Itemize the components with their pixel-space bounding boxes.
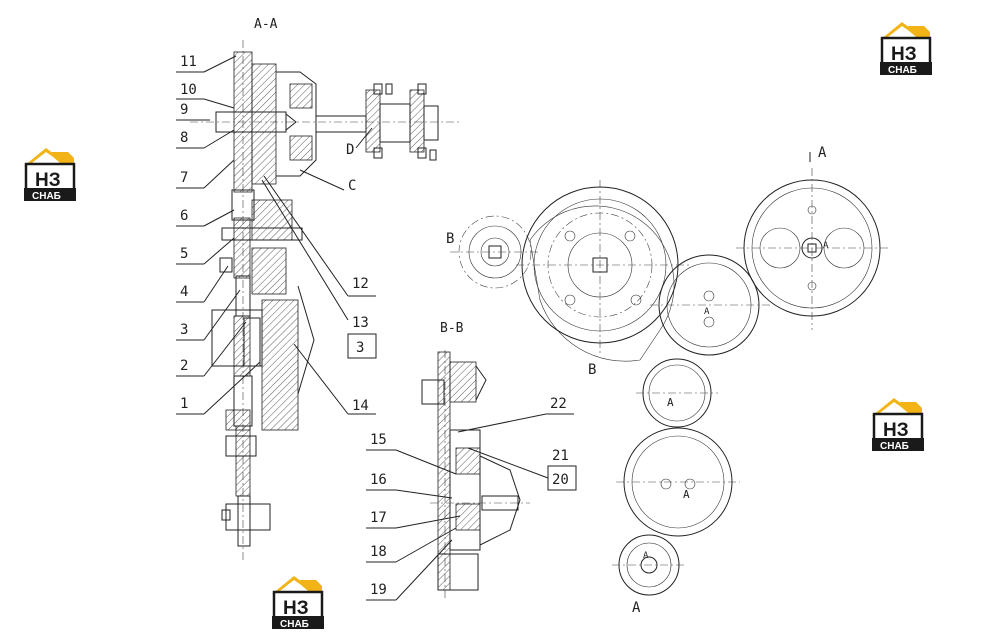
svg-text:17: 17 [370,510,387,526]
svg-text:НЗ: НЗ [35,170,61,191]
svg-text:НЗ: НЗ [283,598,309,619]
callout-4: 4 [176,265,229,303]
callout-8: 8 [176,129,235,149]
logo-watermark-top-right: НЗ СНАБ [878,20,934,77]
gear-train: A A A A A [450,168,888,596]
svg-text:13: 13 [352,315,369,331]
svg-text:СНАБ: СНАБ [280,619,309,630]
logo-watermark-bottom: НЗ СНАБ [270,574,326,631]
section-aa: A-A [190,17,460,560]
svg-text:15: 15 [370,432,387,448]
svg-text:НЗ: НЗ [891,44,917,65]
logo-watermark-left: НЗ СНАБ [22,146,78,203]
callout-1: 1 [176,361,261,415]
section-bb: B-B [421,321,530,600]
svg-text:18: 18 [370,544,387,560]
svg-text:1: 1 [180,396,188,412]
coupling-d [315,83,439,161]
callout-13: 13 3 [261,179,377,359]
gear5-mark: A [643,551,649,561]
svg-text:СНАБ: СНАБ [880,441,909,452]
callout-11: 11 [176,54,237,73]
callout-21: 21 20 [467,447,577,491]
svg-text:11: 11 [180,54,197,70]
callout-19: 19 [366,539,453,601]
svg-text:СНАБ: СНАБ [32,191,61,202]
svg-text:3: 3 [356,340,364,356]
svg-text:16: 16 [370,472,387,488]
callout-5: 5 [176,237,235,265]
section-bb-title: B-B [440,321,464,336]
svg-text:9: 9 [180,102,188,118]
section-aa-title: A-A [254,17,278,32]
callout-2: 2 [176,321,247,377]
svg-text:12: 12 [352,276,369,292]
view-mark-a-top: A [818,145,827,161]
callout-22: 22 [457,396,574,433]
svg-text:4: 4 [180,284,188,300]
gear4-mark: A [683,488,690,501]
svg-text:8: 8 [180,130,188,146]
svg-text:10: 10 [180,82,197,98]
svg-text:СНАБ: СНАБ [888,65,917,76]
gear2-mark: A [704,307,710,317]
callout-18: 18 [366,527,457,563]
callout-16: 16 [366,472,453,499]
callout-15: 15 [366,432,457,475]
view-mark-c: C [348,178,356,194]
svg-text:2: 2 [180,358,188,374]
view-marks: A B B A C D [299,127,827,616]
gear1-mark: A [823,241,829,251]
callout-7: 7 [176,159,235,189]
svg-text:7: 7 [180,170,188,186]
callout-10: 10 [176,82,235,109]
callouts: 11 10 9 8 7 6 5 4 [176,54,577,601]
callout-17: 17 [366,510,461,529]
svg-text:21: 21 [552,448,569,464]
view-mark-a-bottom: A [632,600,641,616]
logo-watermark-right: НЗ СНАБ [870,396,926,453]
svg-text:14: 14 [352,398,369,414]
svg-text:3: 3 [180,322,188,338]
callout-6: 6 [176,208,235,227]
view-mark-d: D [346,142,354,158]
view-mark-b-left: B [446,231,454,247]
svg-text:22: 22 [550,396,567,412]
svg-text:6: 6 [180,208,188,224]
view-mark-b-bottom: B [588,362,596,378]
callout-12: 12 [263,175,376,297]
svg-text:19: 19 [370,582,387,598]
gear3-mark: A [667,396,674,409]
svg-text:НЗ: НЗ [883,420,909,441]
callout-14: 14 [293,343,376,415]
svg-text:20: 20 [552,472,569,488]
callout-3: 3 [176,289,241,341]
svg-text:5: 5 [180,246,188,262]
callout-9: 9 [176,102,210,121]
